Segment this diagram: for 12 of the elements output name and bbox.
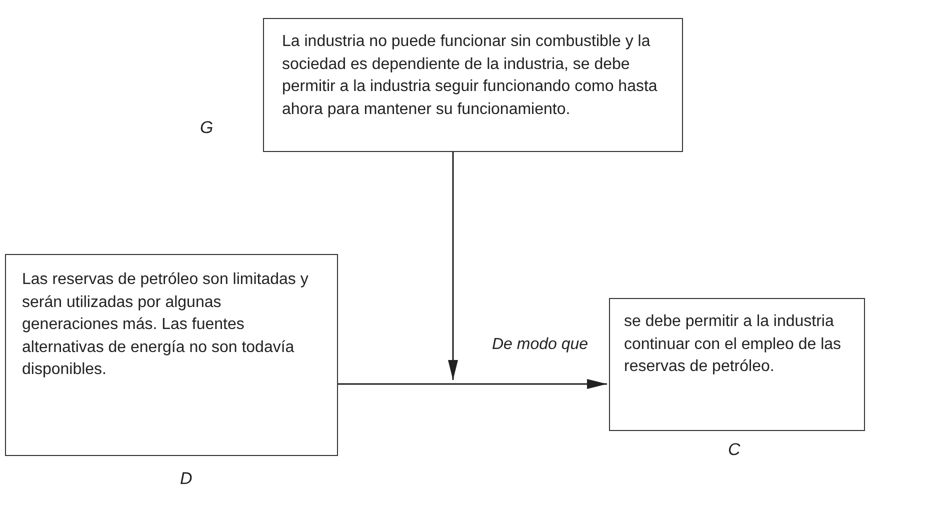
text-box xyxy=(5,254,338,456)
box-text: La industria no puede funcionar sin combustible y la sociedad es dependiente de la industria, se debe permitir a la industria seguir funcionando como hasta ahora para mantener su funcionamiento. xyxy=(282,32,658,120)
node-letter: C xyxy=(728,440,740,460)
text-box xyxy=(263,18,683,152)
node-letter: D xyxy=(180,469,192,489)
box-text: Las reservas de petróleo son limitadas y serán utilizadas por algunas generaciones más. Las fuentes alternativas de energía no son todavía disponibles. xyxy=(22,270,310,380)
arrow xyxy=(338,379,607,389)
node-letter: G xyxy=(200,118,214,138)
edge-label: De modo que xyxy=(490,336,590,354)
box-text: se debe permitir a la industria continuar con el empleo de las reservas de petróleo. xyxy=(624,312,842,377)
text-box xyxy=(609,298,865,431)
arrow xyxy=(448,152,458,380)
